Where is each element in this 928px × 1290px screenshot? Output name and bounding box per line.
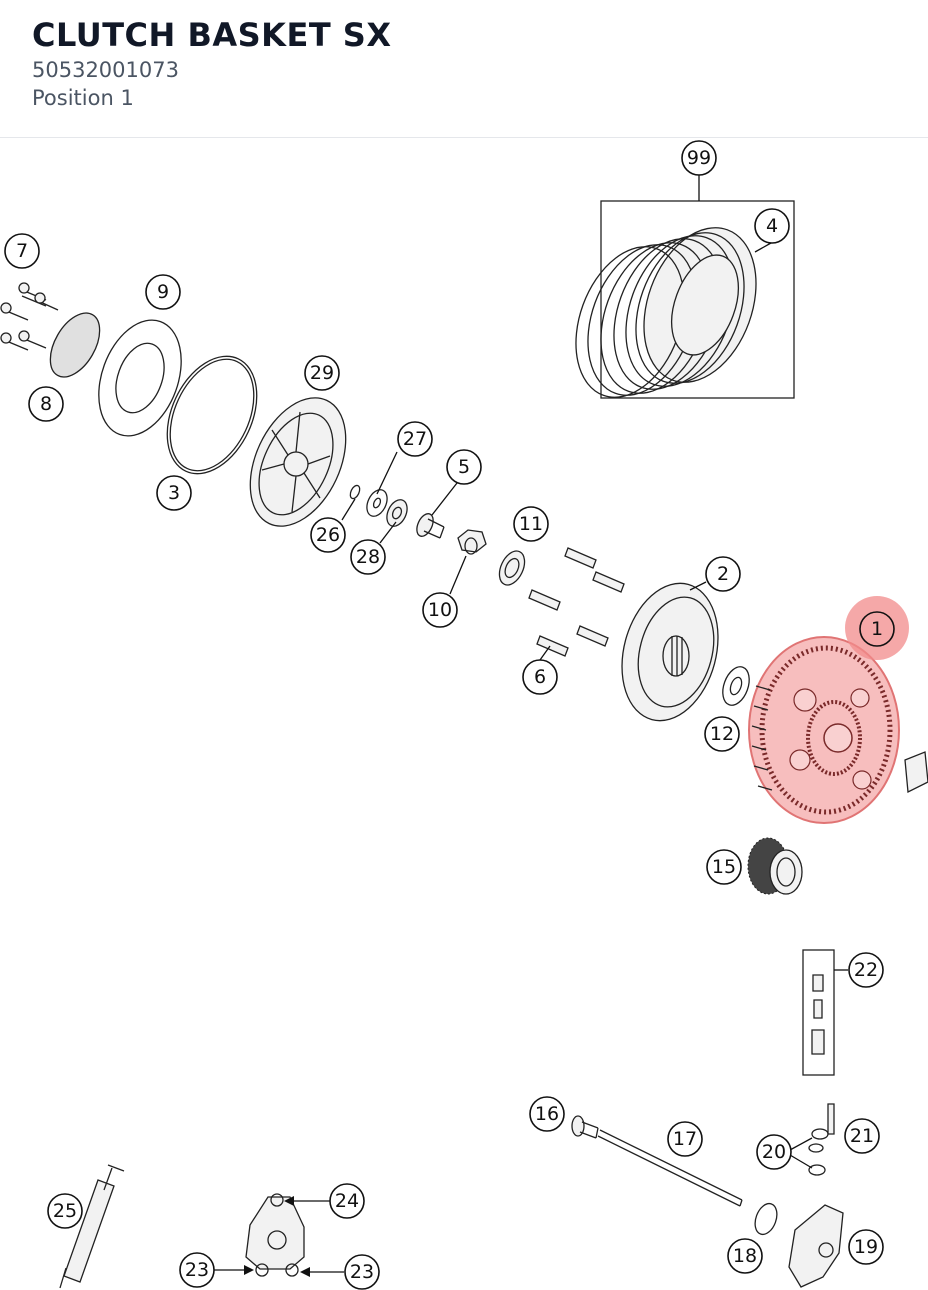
oring-3-drawing [166, 355, 258, 475]
callout-19[interactable]: 19 [848, 1229, 884, 1265]
svg-text:21: 21 [850, 1125, 874, 1147]
callout-18[interactable]: 18 [727, 1238, 763, 1274]
part-number: 50532001073 [32, 58, 179, 82]
svg-text:23: 23 [350, 1261, 374, 1283]
svg-text:17: 17 [673, 1128, 697, 1150]
callout-23-left[interactable]: 23 [179, 1252, 215, 1288]
callout-15[interactable]: 15 [706, 849, 742, 885]
svg-text:20: 20 [762, 1141, 786, 1163]
callout-8[interactable]: 8 [28, 386, 64, 422]
svg-text:2: 2 [717, 563, 729, 585]
clutch-basket-1-drawing[interactable] [748, 636, 900, 824]
push-rod-17-drawing [597, 1129, 743, 1207]
callout-6[interactable]: 6 [522, 659, 558, 695]
kit-box-22 [802, 949, 835, 1076]
cover-23-24-drawing [245, 1193, 305, 1277]
svg-text:19: 19 [854, 1236, 878, 1258]
slave-cylinder-19-drawing [788, 1204, 844, 1288]
svg-text:25: 25 [53, 1200, 77, 1222]
callout-4[interactable]: 4 [754, 208, 790, 244]
syringe-25-drawing [59, 1164, 125, 1289]
svg-text:5: 5 [458, 456, 470, 478]
svg-text:4: 4 [766, 215, 778, 237]
svg-text:16: 16 [535, 1103, 559, 1125]
svg-text:8: 8 [40, 393, 52, 415]
part-title: CLUTCH BASKET SX [32, 16, 392, 54]
svg-text:1: 1 [871, 618, 883, 640]
callout-5[interactable]: 5 [446, 449, 482, 485]
callout-9[interactable]: 9 [145, 274, 181, 310]
svg-text:11: 11 [519, 513, 543, 535]
callout-17[interactable]: 17 [667, 1121, 703, 1157]
svg-text:22: 22 [854, 959, 878, 981]
kit-box-99 [600, 200, 795, 399]
callout-2[interactable]: 2 [705, 556, 741, 592]
gear-15-drawing [747, 837, 803, 895]
svg-text:9: 9 [157, 281, 169, 303]
svg-text:15: 15 [712, 856, 736, 878]
pressure-cap-29-drawing [249, 397, 347, 527]
callout-27[interactable]: 27 [397, 421, 433, 457]
svg-text:27: 27 [403, 428, 427, 450]
svg-text:7: 7 [16, 240, 28, 262]
disc-8-drawing [49, 312, 101, 378]
svg-text:29: 29 [310, 362, 334, 384]
page-header: CLUTCH BASKET SX 50532001073 Position 1 [0, 0, 928, 138]
svg-text:10: 10 [428, 599, 452, 621]
clutch-plates-drawing [575, 227, 757, 398]
svg-text:18: 18 [733, 1245, 757, 1267]
svg-text:26: 26 [316, 524, 340, 546]
svg-text:99: 99 [687, 147, 711, 169]
svg-text:12: 12 [710, 723, 734, 745]
clutch-hub-2-drawing [621, 582, 719, 722]
callout-21[interactable]: 21 [844, 1118, 880, 1154]
callout-24[interactable]: 24 [329, 1183, 365, 1219]
callout-10[interactable]: 10 [422, 592, 458, 628]
svg-text:6: 6 [534, 666, 546, 688]
bolts-drawing [0, 282, 59, 351]
callout-11[interactable]: 11 [513, 506, 549, 542]
callout-26[interactable]: 26 [310, 517, 346, 553]
highlight-glow [845, 596, 909, 660]
pins-6-drawing [528, 547, 625, 657]
position-label: Position 1 [32, 86, 134, 110]
callout-23-right[interactable]: 23 [344, 1254, 380, 1290]
callout-3[interactable]: 3 [156, 475, 192, 511]
svg-text:24: 24 [335, 1190, 359, 1212]
svg-text:3: 3 [168, 482, 180, 504]
svg-text:23: 23 [185, 1259, 209, 1281]
callout-22[interactable]: 22 [848, 952, 884, 988]
callout-99[interactable]: 99 [681, 140, 717, 176]
callout-20[interactable]: 20 [756, 1134, 792, 1170]
callout-25[interactable]: 25 [47, 1193, 83, 1229]
callout-28[interactable]: 28 [350, 539, 386, 575]
exploded-parts-diagram: 99 4 7 9 8 29 3 27 5 26 28 11 10 2 1 6 1… [0, 140, 928, 1290]
callout-7[interactable]: 7 [4, 233, 40, 269]
callout-16[interactable]: 16 [529, 1096, 565, 1132]
disc-9-drawing [98, 319, 182, 437]
svg-text:28: 28 [356, 546, 380, 568]
callout-12[interactable]: 12 [704, 716, 740, 752]
callout-1[interactable]: 1 [859, 611, 895, 647]
callout-29[interactable]: 29 [304, 355, 340, 391]
